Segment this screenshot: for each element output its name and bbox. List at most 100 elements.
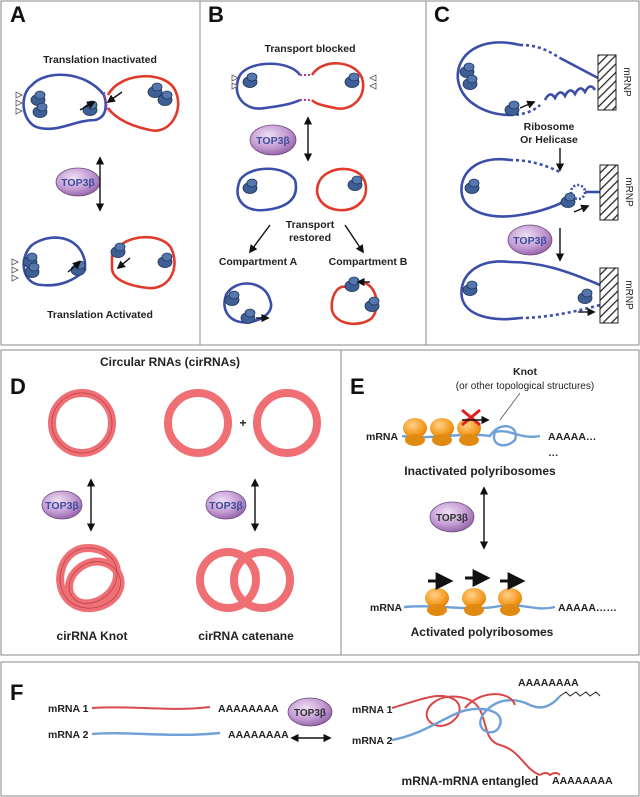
panel-c-letter: C [434,2,450,27]
panel-c-blue-mrna-top [456,41,521,117]
ribosome-icon [344,276,360,292]
mrnp-hatched-icon [597,54,617,111]
panel-b-blue-mrna-mid [236,167,298,212]
panel-c: C mRNP Ribosome Or Helicase mRNP TOP3β [434,2,634,324]
panel-e-knot-subtitle: (or other topological structures) [456,381,594,392]
ribosome-icon [147,82,163,98]
panel-e-mrna-top: mRNA [366,431,399,443]
ribosome-icon [242,72,258,88]
panel-c-enzyme: TOP3β [513,235,547,247]
circrna-catenane [196,548,294,612]
ribosome-icon [157,252,173,268]
enzyme-oval-icon [287,697,333,727]
panel-a-top-label: Translation Inactivated [43,54,157,66]
panel-a: A Translation Inactivated TOP3β Translat… [10,2,180,321]
panel-e-enzyme: TOP3β [436,513,468,524]
ribosome-icon [577,288,593,304]
panel-e-knot-title: Knot [513,366,537,378]
circrna-ring [164,389,232,457]
panel-f-mrna1-right: mRNA 1 [352,704,393,716]
ribosome-icon [82,100,98,116]
panel-b-red-mrna-top [310,62,365,110]
panel-b-top-label: Transport blocked [264,43,355,55]
ribosome-icon [347,175,363,191]
panel-d-enzyme-knot: TOP3β [45,500,79,512]
panel-d-letter: D [10,374,26,399]
panel-b-restored-line1: Transport [286,219,335,231]
panel-e-mrna-knotted [401,425,541,447]
panel-e-mrna-bottom: mRNA [370,602,403,614]
panel-f-border [0,661,640,797]
panel-a-blue-mrna-bottom [22,236,87,287]
ribosome-icon [403,418,427,438]
panel-f-polya2-right: AAAAAAAA [552,775,613,787]
circrna-knot [56,543,125,613]
panel-c-blue-mrna-mid [460,157,521,218]
ribosome-icon [498,588,522,608]
panel-a-bottom-label: Translation Activated [47,309,153,321]
panel-a-blue-mrna-top [22,73,107,131]
panel-f: F mRNA 1 AAAAAAAA mRNA 2 AAAAAAAA TOP3β … [10,677,613,788]
panel-a-red-mrna-bottom [110,235,176,290]
panel-e-polya-top: AAAAA… [548,431,596,443]
entangled-mrnas [391,691,601,777]
mrnp-hatched-icon [599,164,619,221]
panel-c-mrnp-mid: mRNP [623,177,634,207]
panel-b-red-mrna-compartment [330,280,378,326]
enzyme-oval-icon [205,490,247,520]
enzyme-oval-icon [507,224,553,256]
ribosome-icon [425,588,449,608]
panel-e-border [340,349,640,656]
ribosome-icon [240,308,256,324]
ribosome-icon [462,280,478,296]
circrna-ring [253,389,321,457]
panel-b-red-mrna-mid [315,167,368,212]
panel-b-blue-mrna-top [235,62,302,110]
panel-f-polya2-left: AAAAAAAA [228,729,289,741]
enzyme-oval-icon [429,501,475,533]
enzyme-oval-icon [41,490,83,520]
ribosome-icon [110,242,126,258]
panel-f-polya1-right: AAAAAAAA [518,677,579,689]
panel-e: E Knot (or other topological structures)… [350,366,617,639]
panel-e-active-label: Activated polyribosomes [411,625,554,639]
panel-d-plus: + [239,416,246,430]
block-cross-icon [461,408,490,427]
panel-e-polya-bottom: AAAAA…… [558,602,617,614]
panel-b: B Transport blocked TOP3β Transport rest… [208,2,408,326]
ribosome-icon [464,178,480,194]
ribosome-icon [364,296,380,312]
panel-f-mrna2-right: mRNA 2 [352,735,393,747]
panel-d: D Circular RNAs (cirRNAs) + TOP3β TOP3β … [10,355,321,643]
panel-c-mrnp-top: mRNP [621,67,632,97]
panel-b-enzyme: TOP3β [256,135,290,147]
panel-b-letter: B [208,2,224,27]
panel-d-knot-label: cirRNA Knot [57,629,128,643]
panel-f-letter: F [10,680,23,705]
ribosome-icon [344,72,360,88]
panel-f-polya1-left: AAAAAAAA [218,703,279,715]
panel-b-restored-line2: restored [289,232,331,244]
enzyme-oval-icon [249,124,297,156]
mrnp-hatched-icon [599,267,619,324]
panel-f-mrna1-left: mRNA 1 [48,703,89,715]
panel-d-catenane-label: cirRNA catenane [198,629,294,643]
panel-a-red-mrna-top [106,75,180,132]
ribosome-icon [242,178,258,194]
panel-b-compartment-a: Compartment A [219,256,298,268]
panel-f-red-mrna-linear [91,706,211,710]
ribosome-icon [462,588,486,608]
panel-c-mrnp-bottom: mRNP [623,280,634,310]
panel-d-enzyme-catenane: TOP3β [209,500,243,512]
ribosome-icon [430,418,454,438]
panel-f-entangled-label: mRNA-mRNA entangled [402,774,539,788]
panel-e-letter: E [350,374,365,399]
panel-f-mrna2-left: mRNA 2 [48,729,89,741]
panel-e-polya-dots: … [548,447,559,459]
panel-b-compartment-b: Compartment B [329,256,408,268]
ribosome-icon [504,100,520,116]
panel-f-enzyme: TOP3β [294,708,326,719]
ribosome-icon [560,192,576,208]
panel-a-enzyme: TOP3β [61,177,95,189]
